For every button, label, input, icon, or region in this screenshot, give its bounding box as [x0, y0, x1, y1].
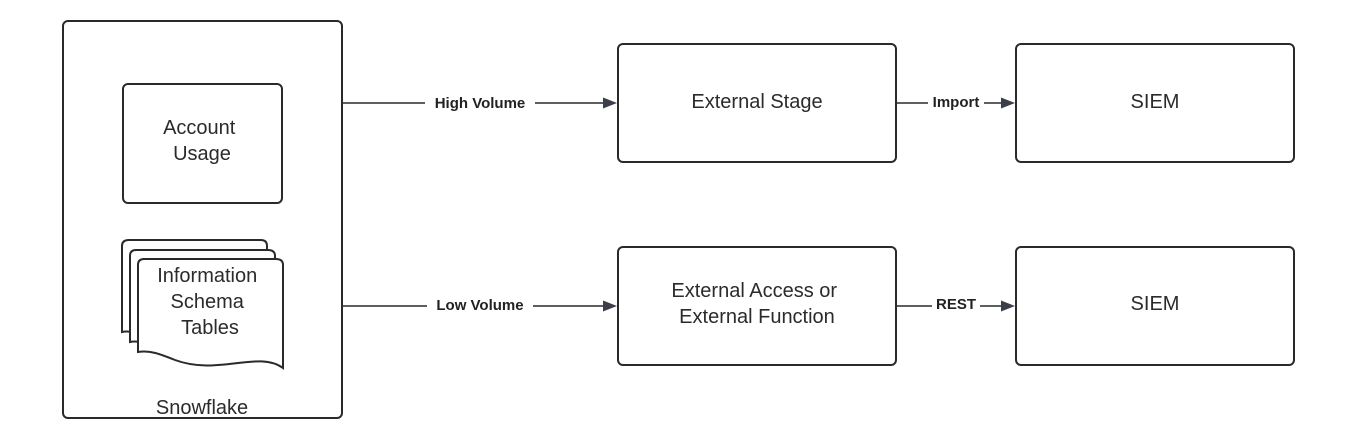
external-access-line-1: External Access or: [671, 280, 837, 302]
siem-top-label: SIEM: [1131, 91, 1180, 113]
siem-top-box[interactable]: SIEM: [1015, 43, 1295, 163]
external-stage-box[interactable]: External Stage: [617, 43, 897, 163]
account-usage-box[interactable]: Account Usage: [122, 83, 283, 204]
external-access-line-2: External Function: [679, 306, 835, 328]
siem-bottom-label: SIEM: [1131, 293, 1180, 315]
arrowhead-icon: [1001, 97, 1015, 109]
account-usage-line-2: Usage: [173, 143, 231, 165]
edge-label-rest: REST: [936, 296, 976, 313]
edge-label-low-volume: Low Volume: [436, 297, 523, 314]
external-access-label: External Access or External Function: [671, 280, 842, 328]
arrowhead-icon: [603, 300, 617, 312]
siem-bottom-box[interactable]: SIEM: [1015, 246, 1295, 366]
arrowhead-icon: [1001, 300, 1015, 312]
arrowhead-icon: [603, 97, 617, 109]
edge-label-high-volume: High Volume: [435, 95, 526, 112]
edge-import[interactable]: Import: [896, 94, 1015, 112]
information-schema-line-3: Tables: [181, 317, 239, 339]
edge-rest[interactable]: REST: [896, 296, 1015, 315]
account-usage-line-1: Account: [163, 117, 236, 139]
information-schema-label: Information Schema Tables: [157, 265, 263, 339]
edge-low-volume[interactable]: Low Volume: [342, 297, 617, 315]
information-schema-line-1: Information: [157, 265, 257, 287]
information-schema-line-2: Schema: [171, 291, 245, 313]
snowflake-label: Snowflake: [156, 397, 248, 419]
external-stage-label: External Stage: [691, 91, 822, 113]
edge-label-import: Import: [933, 94, 980, 111]
edge-high-volume[interactable]: High Volume: [342, 94, 617, 112]
information-schema-tables-shape[interactable]: Information Schema Tables: [121, 239, 284, 370]
external-access-box[interactable]: External Access or External Function: [617, 246, 897, 366]
account-usage-label: Account Usage: [163, 117, 241, 165]
